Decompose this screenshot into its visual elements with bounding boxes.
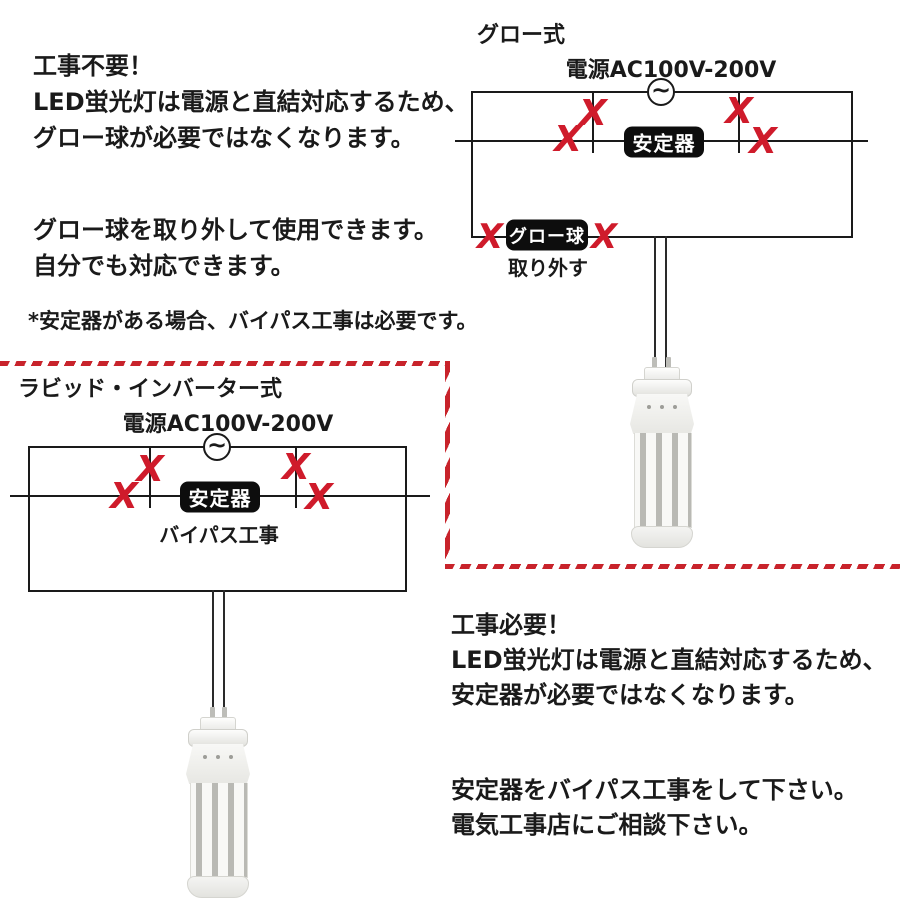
outro-text-block: 工事必要！ LED蛍光灯は電源と直結対応するため、 安定器が必要ではなくなります…	[451, 608, 887, 713]
intro-line3: グロー球を取り外して使用できます。	[33, 216, 438, 244]
intro-text-block: 工事不要！ LED蛍光灯は電源と直結対応するため、 グロー球が必要ではなくなりま…	[33, 48, 469, 156]
glow-lamp-wire	[665, 236, 667, 368]
lamp-neck	[186, 744, 250, 784]
glow-left-stub-wire	[592, 91, 594, 153]
outro-heading: 工事必要！	[451, 611, 571, 639]
glow-title: グロー式	[477, 23, 566, 48]
lamp-vent-dot	[673, 405, 677, 409]
outro-line3: 安定器をバイパス工事をして下さい。	[451, 776, 858, 804]
led-corn-lamp	[186, 707, 250, 898]
x-mark: X	[136, 449, 164, 490]
rapid-lamp-wire	[223, 590, 225, 718]
intro-note: *安定器がある場合、バイパス工事は必要です。	[28, 309, 478, 333]
x-mark: X	[476, 217, 504, 257]
lamp-vent-dot	[660, 405, 664, 409]
outro-line2: 安定器が必要ではなくなります。	[451, 681, 809, 709]
lamp-pin	[652, 357, 657, 369]
outro-line4: 電気工事店にご相談下さい。	[451, 811, 763, 839]
rapid-bypass-label: バイパス工事	[159, 523, 279, 547]
lamp-pin	[210, 707, 215, 719]
intro-line2: グロー球が必要ではなくなります。	[33, 124, 415, 152]
intro-heading: 工事不要！	[33, 52, 153, 80]
glow-lamp-wire	[654, 236, 656, 368]
x-mark: X	[305, 477, 333, 518]
x-mark: X	[590, 217, 618, 257]
divider-dashed-line	[445, 564, 900, 569]
x-mark: X	[282, 447, 310, 488]
rapid-right-stub-wire	[295, 446, 297, 508]
x-mark: X	[749, 121, 777, 162]
outro-text-block2: 安定器をバイパス工事をして下さい。 電気工事店にご相談下さい。	[451, 773, 858, 843]
divider-dashed-line	[445, 361, 450, 568]
lamp-neck	[630, 394, 694, 434]
lamp-pin	[222, 707, 227, 719]
rapid-left-stub-wire	[149, 446, 151, 508]
rapid-ac-source-icon: ~	[203, 433, 231, 461]
lamp-body	[190, 783, 248, 878]
x-mark: X	[554, 119, 582, 160]
lamp-bottom	[631, 526, 693, 548]
rapid-ballast-badge: 安定器	[180, 481, 260, 513]
glow-bulb-badge: グロー球	[506, 219, 588, 251]
lamp-bottom	[187, 876, 249, 898]
glow-circuit-frame	[471, 91, 853, 238]
x-mark: X	[110, 476, 138, 517]
intro-line1: LED蛍光灯は電源と直結対応するため、	[33, 88, 469, 116]
rapid-title: ラビッド・インバーター式	[18, 377, 283, 402]
rapid-power-label: 電源AC100V-200V	[122, 412, 334, 437]
intro-line4: 自分でも対応できます。	[33, 252, 295, 280]
lamp-pin	[666, 357, 671, 369]
lamp-body	[634, 433, 692, 528]
led-corn-lamp	[630, 357, 694, 548]
lamp-vent-dot	[216, 755, 220, 759]
glow-ballast-badge: 安定器	[624, 126, 704, 158]
lamp-vent-dot	[203, 755, 207, 759]
glow-ac-source-icon: ~	[647, 78, 675, 106]
glow-remove-label: 取り外す	[508, 256, 588, 280]
divider-dashed-line	[0, 361, 450, 366]
x-mark: X	[725, 91, 753, 132]
x-mark: X	[579, 93, 607, 134]
intro-text-block2: グロー球を取り外して使用できます。 自分でも対応できます。	[33, 212, 438, 284]
glow-power-label: 電源AC100V-200V	[565, 58, 777, 83]
lamp-vent-dot	[229, 755, 233, 759]
glow-right-stub-wire	[738, 91, 740, 153]
outro-line1: LED蛍光灯は電源と直結対応するため、	[451, 646, 887, 674]
lamp-vent-dot	[647, 405, 651, 409]
rapid-lamp-wire	[212, 590, 214, 718]
